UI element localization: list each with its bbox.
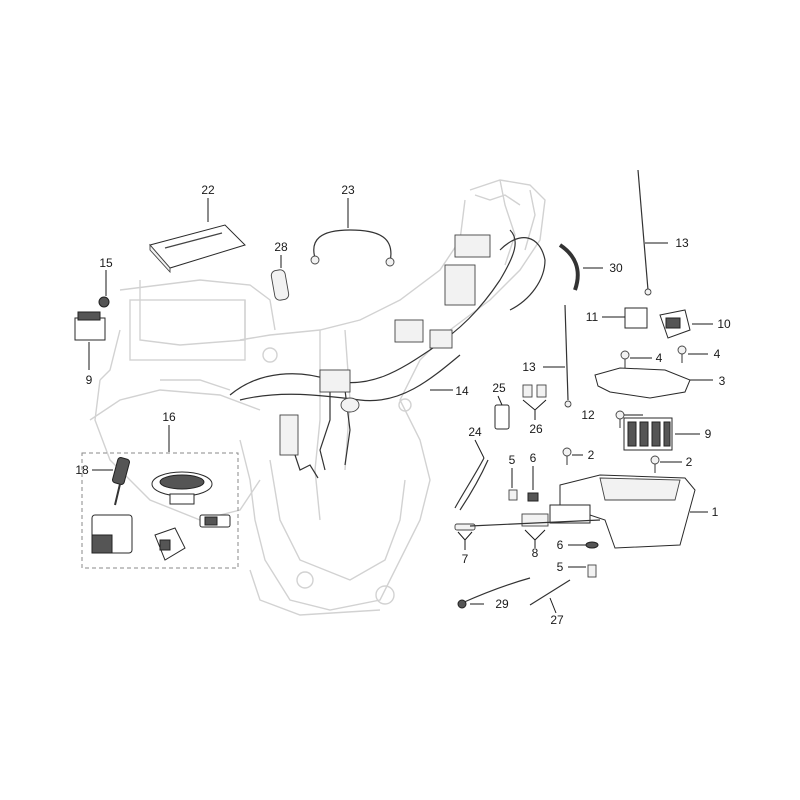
seat-lock	[199, 514, 231, 528]
part-23-cable	[313, 229, 392, 263]
part-27-rod	[529, 579, 571, 606]
callout-2-left: 2	[588, 448, 595, 462]
part-7-bolt	[454, 523, 476, 531]
part-10-fuse-cover	[659, 309, 691, 339]
part-28-sleeve	[270, 269, 290, 301]
fuel-cap	[151, 471, 213, 505]
part-4-screw-b	[677, 345, 687, 363]
callout-11: 11	[586, 310, 599, 324]
part-29-cable-tie	[461, 577, 531, 604]
part-15-nut	[98, 296, 110, 308]
part-6-nut-a	[527, 492, 539, 502]
part-6-nut-b	[585, 541, 599, 549]
callout-22: 22	[201, 183, 215, 197]
callout-9-right: 9	[705, 427, 712, 441]
part-9-relay-left	[74, 311, 106, 341]
callout-23: 23	[341, 183, 355, 197]
part-26-clip-b	[536, 384, 547, 398]
relay-block	[444, 264, 476, 306]
callout-6-lower: 6	[557, 538, 564, 552]
callout-24: 24	[468, 425, 482, 439]
callout-4-left: 4	[656, 351, 663, 365]
callout-3: 3	[719, 374, 726, 388]
part-13-rod-upper	[637, 169, 649, 291]
part-22-manual	[149, 224, 246, 274]
callout-7: 7	[462, 552, 469, 566]
part-26-clip-a	[522, 384, 533, 398]
part-2-screw-a	[562, 447, 572, 465]
callout-27: 27	[550, 613, 564, 627]
callout-labels: 22 23 28 15 9 16 18 13 30 11 10 4 4 3 13…	[75, 183, 731, 627]
part-9-fuse-box	[623, 417, 673, 451]
callout-12: 12	[581, 408, 595, 422]
part-1-battery-tray	[549, 474, 696, 549]
callout-15: 15	[99, 256, 113, 270]
part-25-clip	[494, 404, 510, 430]
callout-13-upper: 13	[675, 236, 689, 250]
callout-18: 18	[75, 463, 89, 477]
callout-16: 16	[162, 410, 176, 424]
part-8-plate	[521, 513, 549, 527]
part-5-spacer-b	[587, 564, 597, 578]
part-5-spacer-a	[508, 489, 518, 501]
callout-26: 26	[529, 422, 543, 436]
callout-14: 14	[455, 384, 469, 398]
callout-25: 25	[492, 381, 506, 395]
callout-13-lower: 13	[522, 360, 536, 374]
ignition-switch	[91, 514, 133, 554]
part-2-screw-b	[650, 455, 660, 473]
part-30-hose	[558, 243, 580, 291]
leader-lines	[88, 198, 713, 614]
callout-5-lower: 5	[557, 560, 564, 574]
callout-28: 28	[274, 240, 288, 254]
part-11-relay	[624, 307, 648, 329]
wiring-harness	[229, 229, 546, 479]
part-3-bracket	[594, 367, 691, 399]
callout-30: 30	[609, 261, 623, 275]
callout-10: 10	[717, 317, 731, 331]
callout-5-upper: 5	[509, 453, 516, 467]
callout-2-right: 2	[686, 455, 693, 469]
part-12-screw	[615, 410, 625, 428]
callout-6-upper: 6	[530, 451, 537, 465]
callout-8: 8	[532, 546, 539, 560]
part-24-strap	[454, 457, 485, 509]
callout-9-left: 9	[86, 373, 93, 387]
part-13-rod-lower	[564, 304, 569, 401]
callout-4-right: 4	[714, 347, 721, 361]
part-4-screw-a	[620, 350, 630, 368]
kit-16-box	[81, 452, 239, 569]
steering-lock	[154, 527, 186, 561]
callout-29: 29	[495, 597, 509, 611]
part-18-key	[112, 457, 130, 506]
callout-1: 1	[712, 505, 719, 519]
ecu-connector	[279, 414, 299, 456]
